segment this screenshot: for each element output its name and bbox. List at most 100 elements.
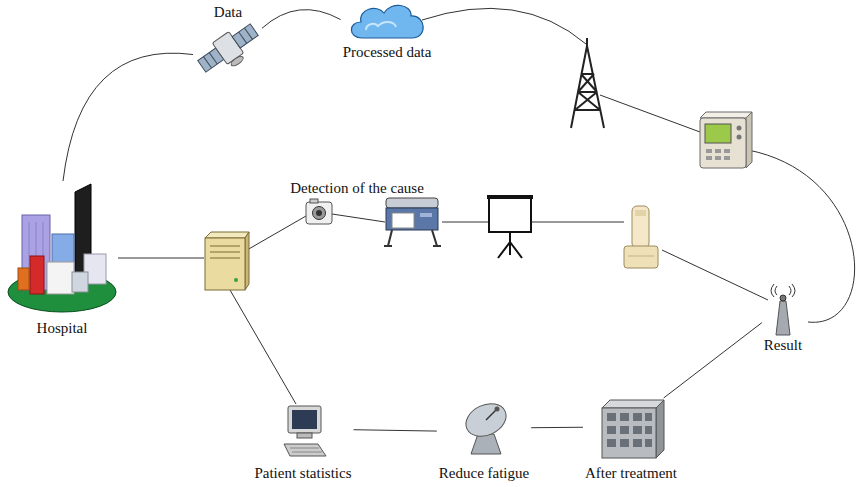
wire-part [532, 222, 624, 223]
connector-line [664, 323, 762, 398]
wire-part [600, 95, 700, 132]
printer-icon [384, 198, 441, 246]
building-icon-part [607, 426, 616, 434]
antenna-icon-part [776, 301, 790, 335]
terminal-icon-part [724, 149, 730, 153]
connector-line [63, 53, 193, 181]
building-icon-part [633, 439, 642, 447]
camera-icon-part [306, 202, 332, 224]
printer-icon-part [384, 245, 392, 247]
building-node: After treatment [583, 398, 679, 484]
terminal-icon [700, 112, 752, 168]
tower-icon-part [571, 38, 604, 128]
screen-icon-part [489, 198, 531, 232]
node-label: Patient statistics [254, 465, 351, 482]
server-icon-part [205, 238, 245, 290]
hospital-icon-part [18, 268, 29, 290]
printer-icon-part [386, 198, 438, 208]
printer-icon-part [432, 230, 437, 246]
building-icon-part [656, 400, 664, 458]
hospital-icon [8, 184, 116, 312]
terminal-icon-part [706, 156, 712, 160]
terminal-icon-part [706, 149, 712, 153]
computer-node: Patient statistics [252, 403, 353, 484]
printer-icon-part [386, 208, 438, 230]
connector-line [262, 10, 341, 29]
tower-icon [571, 38, 604, 128]
node-label: Detection of the cause [290, 180, 424, 197]
dish-icon-part [495, 407, 500, 412]
wire-part [230, 290, 296, 404]
lab-device-icon-part [628, 256, 654, 257]
building-icon-part [633, 413, 642, 421]
building-icon-part [602, 408, 656, 458]
server-icon-part [205, 232, 249, 238]
building-icon-part [633, 426, 642, 434]
connector-line [354, 430, 437, 431]
camera-icon-part [310, 199, 318, 203]
computer-icon-part [284, 444, 326, 456]
screen-icon [487, 195, 533, 258]
satellite-icon-part [204, 57, 212, 68]
terminal-icon-part [700, 118, 746, 168]
printer-node: Detection of the cause [288, 178, 444, 249]
wire [118, 8, 855, 404]
node-label: Hospital [37, 320, 88, 337]
wire-part [442, 222, 489, 223]
camera-icon [306, 199, 332, 224]
building-icon-part [607, 413, 616, 421]
building-icon-part [620, 439, 629, 447]
wire-part [748, 150, 855, 322]
node-label: Processed data [343, 44, 432, 61]
building-icon-part [620, 413, 629, 421]
server-icon-part [234, 278, 238, 282]
computer-icon-part [292, 452, 322, 453]
building-icon-part [607, 413, 652, 447]
server-icon-part [210, 252, 240, 253]
cloud-node: Processed data [341, 1, 434, 63]
dish-icon-part [471, 434, 501, 454]
terminal-icon-part [700, 112, 752, 118]
building-icon-part [645, 439, 652, 447]
wire-part [247, 216, 306, 250]
terminal-icon-part [724, 156, 730, 160]
printer-icon-part [433, 245, 441, 247]
printer-icon-part [392, 213, 414, 228]
antenna-icon [771, 284, 795, 335]
connector-line [531, 427, 583, 428]
hospital-icon-part [30, 256, 44, 294]
building-icon-part [645, 426, 652, 434]
building-icon-part [607, 439, 616, 447]
camera-icon-part [313, 207, 326, 220]
antenna-icon-part [780, 295, 786, 301]
building-icon-part [602, 400, 664, 408]
building-icon-part [620, 426, 629, 434]
hospital-icon-part [47, 262, 74, 294]
dish-icon [461, 398, 512, 454]
dish-icon-part [486, 410, 496, 420]
hospital-node: Hospital [6, 181, 120, 339]
satellite-icon [194, 19, 265, 82]
node-label: Data [214, 4, 242, 21]
node-label: After treatment [585, 465, 677, 482]
antenna-node: Result [762, 282, 804, 356]
camera-icon-part [316, 210, 322, 216]
building-icon-part [645, 413, 652, 421]
server-icon [205, 232, 249, 290]
terminal-icon-part [737, 135, 742, 140]
wire-part [332, 214, 385, 222]
printer-icon-part [388, 230, 392, 246]
satellite-icon-part [230, 55, 245, 68]
computer-icon-part [290, 448, 319, 449]
building-icon [602, 400, 664, 458]
computer-icon-part [292, 410, 317, 429]
printer-icon-part [420, 213, 432, 217]
lab-device-icon-part [635, 210, 646, 216]
satellite-icon-part [232, 24, 258, 48]
lab-device-icon-part [624, 246, 658, 268]
terminal-icon-part [715, 149, 721, 153]
lab-device-icon [624, 206, 658, 268]
cloud-icon-part [351, 5, 423, 38]
